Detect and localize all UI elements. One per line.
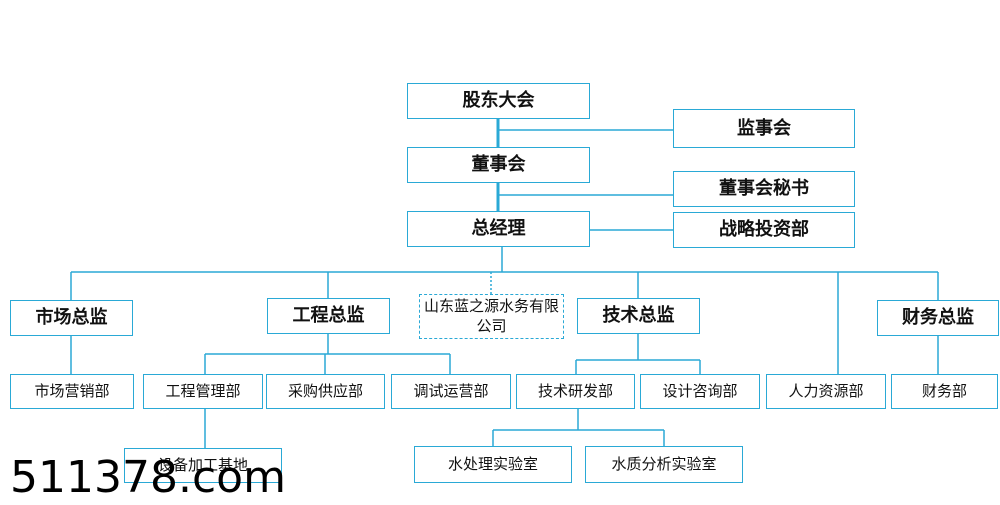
node-supervisory-board: 监事会 (673, 109, 855, 148)
node-general-manager: 总经理 (407, 211, 590, 247)
watermark-text: 511378.com (10, 452, 286, 503)
node-market-director: 市场总监 (10, 300, 133, 336)
node-procurement-dept: 采购供应部 (266, 374, 385, 409)
node-marketing-dept: 市场营销部 (10, 374, 134, 409)
node-shareholders-meeting: 股东大会 (407, 83, 590, 119)
node-finance-director: 财务总监 (877, 300, 999, 336)
node-equipment-base: 设备加工基地 (124, 448, 282, 483)
node-strategic-investment-dept: 战略投资部 (673, 212, 855, 248)
node-board-of-directors: 董事会 (407, 147, 590, 183)
node-engineering-director: 工程总监 (267, 298, 390, 334)
node-board-secretary: 董事会秘书 (673, 171, 855, 207)
node-technical-director: 技术总监 (577, 298, 700, 334)
node-tech-rd-dept: 技术研发部 (516, 374, 635, 409)
node-water-quality-lab: 水质分析实验室 (585, 446, 743, 483)
node-water-treatment-lab: 水处理实验室 (414, 446, 572, 483)
node-finance-dept: 财务部 (891, 374, 998, 409)
node-design-consulting-dept: 设计咨询部 (640, 374, 760, 409)
node-company-name: 山东蓝之源水务有限公司 (419, 294, 564, 339)
node-commissioning-ops-dept: 调试运营部 (391, 374, 511, 409)
node-hr-dept: 人力资源部 (766, 374, 886, 409)
node-engineering-mgmt-dept: 工程管理部 (143, 374, 263, 409)
